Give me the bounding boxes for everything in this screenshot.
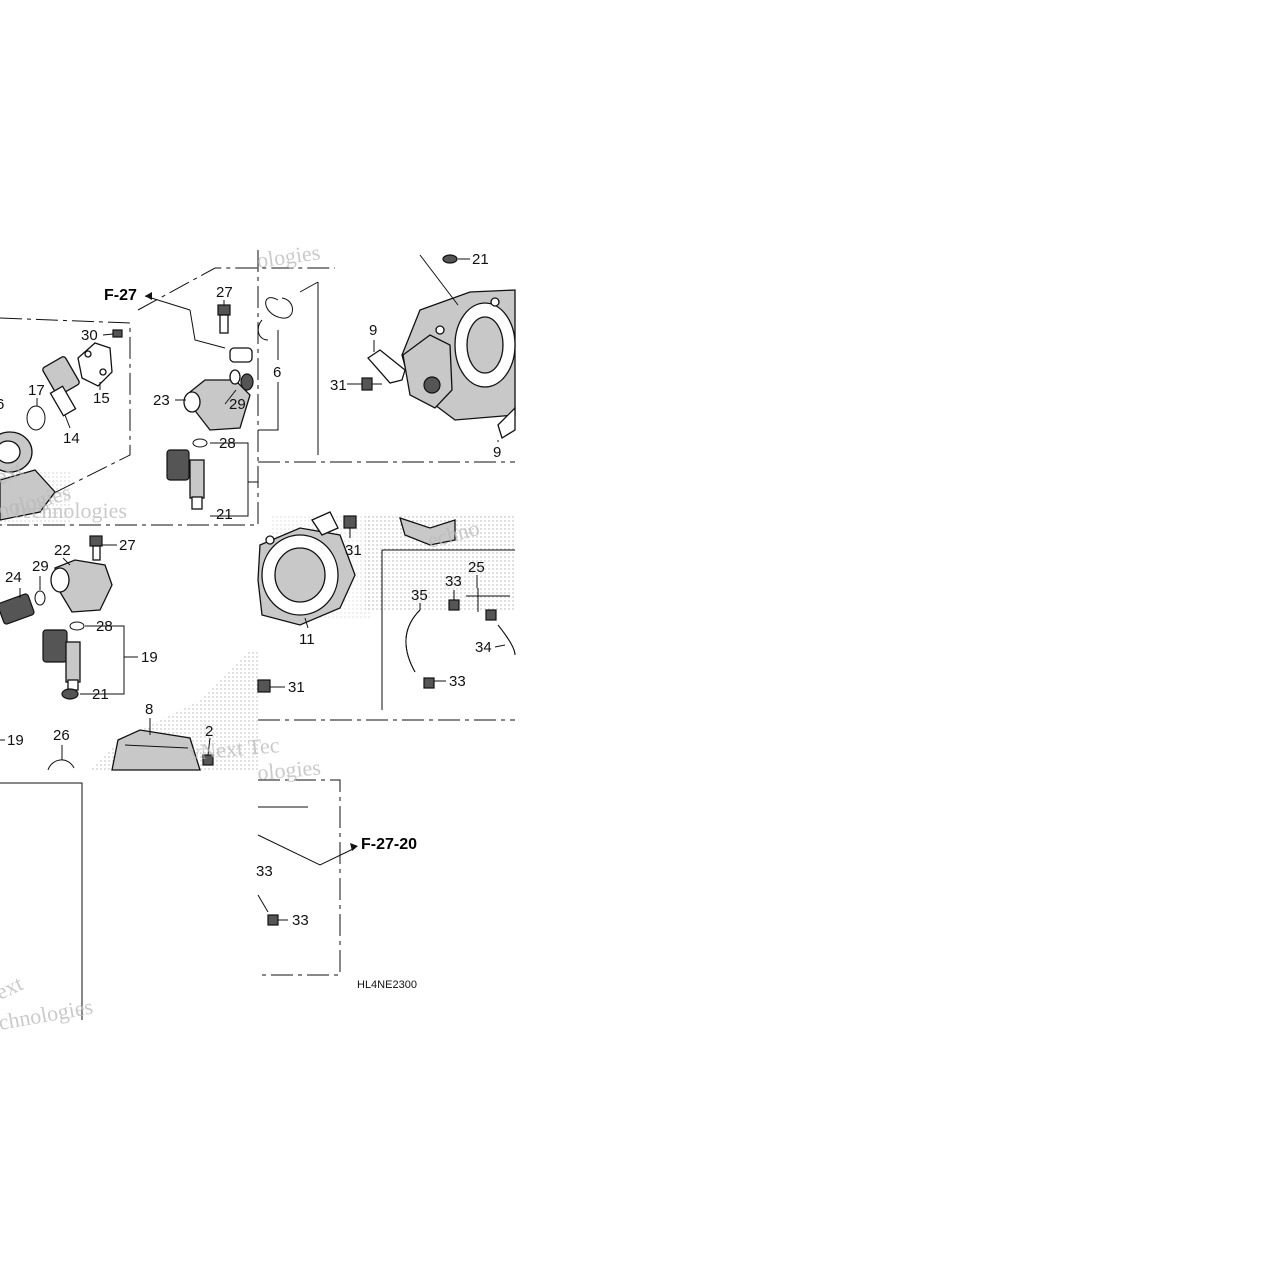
label-33: 33 [445,573,462,590]
part-31-bolt-middle-bottom [257,679,271,693]
label-33: 33 [256,863,273,880]
part-22-joint [50,559,113,613]
label-28: 28 [96,618,113,635]
label-17: 17 [28,382,45,399]
leader-lines [0,254,506,921]
label-28: 28 [219,435,236,452]
part-25-fitting [466,588,510,612]
label-27: 27 [119,537,136,554]
label-30: 30 [81,327,98,344]
label-25: 25 [468,559,485,576]
label-33: 33 [292,912,309,929]
label-8: 8 [145,701,153,718]
reference-labels: F-27 F-27-20 [104,287,417,853]
label-9: 9 [369,322,377,339]
part-17-o-ring [26,405,46,431]
label-29: 29 [229,396,246,413]
label-33: 33 [449,673,466,690]
svg-text:chnologies: chnologies [0,994,95,1035]
part-30-bolt [112,329,123,338]
throttle-body-upper [401,289,516,439]
part-9-plate [367,349,406,384]
label-31: 31 [288,679,305,696]
part-6-clip [257,297,293,341]
label-14: 14 [63,430,80,447]
label-31: 31 [330,377,347,394]
part-21-nut-middle [61,688,79,700]
throttle-body-middle [257,511,456,626]
part-29-ring-middle [34,590,46,606]
part-29-ring-upper [229,369,254,391]
svg-text:ologies: ologies [256,755,321,785]
diagram-code: HL4NE2300 [357,979,417,991]
part-26-seal [47,759,75,771]
part-27-bolt-upper [217,304,231,334]
throttle-housing-left-fragment [0,431,56,521]
part-27-bolt-middle [89,535,103,561]
label-21: 21 [472,251,489,268]
ref-f27-20: F-27-20 [361,836,417,853]
label-24: 24 [5,569,22,586]
label-21: 21 [92,686,109,703]
label-21: 21 [216,506,233,523]
label-26: 26 [53,727,70,744]
part-23-joint [183,347,253,431]
ref-f27: F-27 [104,287,137,304]
part-24-sensor [0,593,35,625]
label-29: 29 [32,558,49,575]
label-27: 27 [216,284,233,301]
label-15: 15 [93,390,110,407]
part-34-hose [497,624,516,656]
label-6-left: 6 [0,396,4,413]
label-35: 35 [411,587,428,604]
label-2: 2 [205,723,213,740]
arrow-heads [145,292,358,851]
part-8-cover [111,729,201,771]
label-6: 6 [273,364,281,381]
part-28-o-ring-upper [192,438,208,448]
part-28-o-ring-middle [69,621,85,631]
part-14-sensor [42,356,80,417]
label-31: 31 [345,542,362,559]
part-35-hose [405,609,421,673]
part-21-nut-top [442,254,458,264]
part-31-bolt-upper [361,377,382,391]
label-34: 34 [475,639,492,656]
svg-text:Technologies: Technologies [10,498,127,523]
part-31-bolt-middle-top [343,515,357,529]
part-15-gasket-plate [77,342,113,387]
part-number-labels: 27 30 17 15 14 6 23 29 28 21 6 9 31 9 21… [0,251,501,929]
label-9: 9 [493,444,501,461]
part-19-injector-upper [166,449,205,510]
svg-text:ext: ext [0,971,26,1005]
label-19: 19 [7,732,24,749]
part-19-injector-middle [42,629,81,691]
label-19: 19 [141,649,158,666]
label-22: 22 [54,542,71,559]
label-23: 23 [153,392,170,409]
section-frames [0,250,515,1020]
label-11: 11 [299,631,315,648]
